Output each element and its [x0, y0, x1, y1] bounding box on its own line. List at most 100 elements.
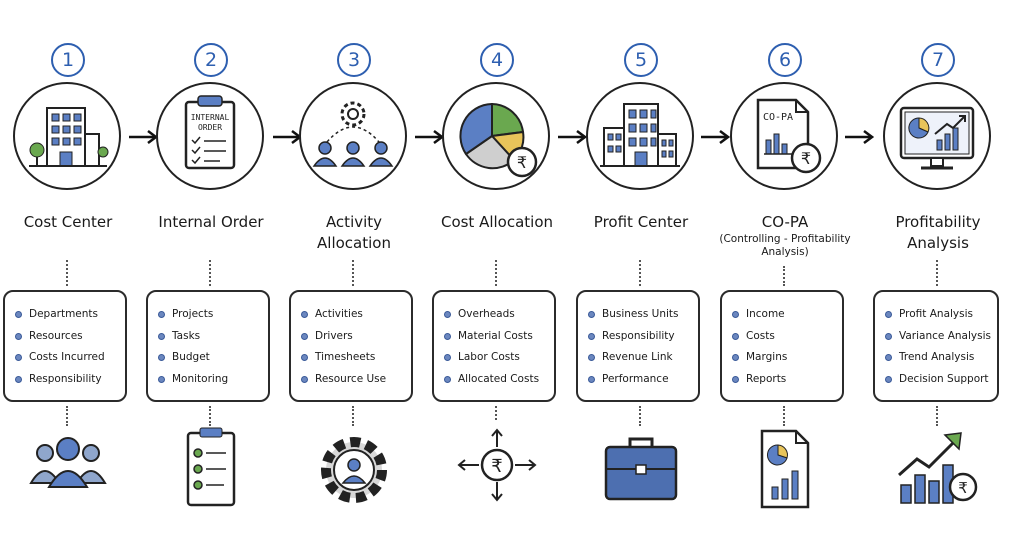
- list-item: Variance Analysis: [885, 326, 997, 348]
- clipboard-text: INTERNAL: [191, 113, 230, 122]
- clipboard-icon: INTERNAL ORDER: [184, 95, 236, 170]
- details-box: Departments Resources Costs Incurred Res…: [3, 290, 127, 402]
- list-item: Resources: [15, 326, 125, 348]
- rupee-symbol: ₹: [958, 479, 968, 497]
- step-number: 3: [337, 43, 371, 77]
- connector-dots: [209, 260, 211, 286]
- monitor-chart-icon: [899, 106, 975, 170]
- growth-chart-rupee-icon: ₹: [898, 432, 978, 504]
- step-title-main: CO-PA: [761, 213, 809, 231]
- arrow-right-icon: [701, 130, 730, 144]
- connector-dots: [66, 406, 68, 426]
- list-item: Monitoring: [158, 369, 268, 391]
- step-profitability-analysis: 7 Profitability Analysis Profit Analysis…: [873, 0, 1003, 536]
- list-item: Drivers: [301, 326, 411, 348]
- step-subtitle: (Controlling - Profitability Analysis): [719, 233, 851, 258]
- profit-center-circle: [586, 82, 694, 190]
- rupee-symbol: ₹: [517, 153, 527, 172]
- list-item: Resource Use: [301, 369, 411, 391]
- list-item: Tasks: [158, 326, 268, 348]
- list-item: Business Units: [588, 304, 698, 326]
- step-number: 5: [624, 43, 658, 77]
- rupee-symbol: ₹: [801, 149, 811, 168]
- document-text: CO-PA: [763, 112, 793, 123]
- clipboard-text: ORDER: [198, 123, 222, 132]
- step-title: Profitability Analysis: [895, 213, 981, 252]
- step-cost-allocation: 4 ₹ Cost Allocation Overheads Material C…: [432, 0, 562, 536]
- details-box: Projects Tasks Budget Monitoring: [146, 290, 270, 402]
- step-number: 7: [921, 43, 955, 77]
- connector-dots: [495, 406, 497, 420]
- connector-dots: [352, 406, 354, 426]
- list-item: Revenue Link: [588, 347, 698, 369]
- connector-dots: [66, 260, 68, 286]
- list-item: Projects: [158, 304, 268, 326]
- list-item: Performance: [588, 369, 698, 391]
- step-cost-center: 1 Cost Center Departments Resources Cost…: [3, 0, 133, 536]
- list-item: Allocated Costs: [444, 369, 554, 391]
- connector-dots: [936, 406, 938, 426]
- details-box: Income Costs Margins Reports: [720, 290, 844, 402]
- step-number: 6: [768, 43, 802, 77]
- list-item: Overheads: [444, 304, 554, 326]
- step-title: Profit Center: [593, 213, 689, 231]
- arrow-right-icon: [558, 130, 587, 144]
- list-item: Timesheets: [301, 347, 411, 369]
- step-activity-allocation: 3 Activity Allocation Activities Drivers…: [289, 0, 419, 536]
- list-item: Responsibility: [15, 369, 125, 391]
- connector-dots: [209, 406, 211, 426]
- step-title: Activity Allocation: [317, 213, 391, 252]
- connector-dots: [495, 260, 497, 286]
- step-number: 4: [480, 43, 514, 77]
- connector-dots: [936, 260, 938, 286]
- list-item: Costs Incurred: [15, 347, 125, 369]
- step-number: 2: [194, 43, 228, 77]
- list-item: Income: [732, 304, 842, 326]
- step-co-pa: 6 CO-PA ₹ CO-PA (Controlling - Profitabi…: [719, 0, 851, 536]
- rupee-symbol: ₹: [491, 456, 502, 477]
- profitability-analysis-circle: [883, 82, 991, 190]
- document-rupee-icon: CO-PA ₹: [756, 98, 822, 174]
- details-box: Activities Drivers Timesheets Resource U…: [289, 290, 413, 402]
- list-item: Margins: [732, 347, 842, 369]
- list-item: Decision Support: [885, 369, 997, 391]
- details-box: Overheads Material Costs Labor Costs All…: [432, 290, 556, 402]
- connector-dots: [352, 260, 354, 286]
- cost-allocation-circle: ₹: [442, 82, 550, 190]
- cost-center-circle: [13, 82, 121, 190]
- details-box: Profit Analysis Variance Analysis Trend …: [873, 290, 999, 402]
- report-icon: [760, 429, 810, 509]
- rupee-arrows-icon: ₹: [457, 428, 537, 502]
- gear-person-icon: [321, 437, 387, 503]
- step-title: Cost Allocation: [440, 213, 554, 231]
- building-icon: [29, 107, 109, 167]
- list-item: Budget: [158, 347, 268, 369]
- step-profit-center: 5 Profit Center Business Units Responsib…: [576, 0, 706, 536]
- list-item: Responsibility: [588, 326, 698, 348]
- internal-order-circle: INTERNAL ORDER: [156, 82, 264, 190]
- briefcase-icon: [604, 437, 678, 501]
- list-item: Material Costs: [444, 326, 554, 348]
- buildings-icon: [600, 103, 680, 167]
- connector-dots: [783, 266, 785, 286]
- people-icon: [29, 437, 107, 488]
- connector-dots: [639, 406, 641, 426]
- gear-team-icon: [312, 101, 394, 167]
- step-number: 1: [51, 43, 85, 77]
- details-box: Business Units Responsibility Revenue Li…: [576, 290, 700, 402]
- step-title: CO-PA (Controlling - Profitability Analy…: [700, 212, 870, 259]
- co-pa-circle: CO-PA ₹: [730, 82, 838, 190]
- list-item: Activities: [301, 304, 411, 326]
- pie-chart-rupee-icon: ₹: [459, 102, 538, 178]
- list-item: Costs: [732, 326, 842, 348]
- list-item: Labor Costs: [444, 347, 554, 369]
- activity-allocation-circle: [299, 82, 407, 190]
- connector-dots: [639, 260, 641, 286]
- checklist-icon: [186, 427, 236, 507]
- list-item: Reports: [732, 369, 842, 391]
- connector-dots: [783, 406, 785, 426]
- list-item: Profit Analysis: [885, 304, 997, 326]
- step-title: Internal Order: [158, 213, 264, 231]
- list-item: Trend Analysis: [885, 347, 997, 369]
- arrow-right-icon: [845, 130, 874, 144]
